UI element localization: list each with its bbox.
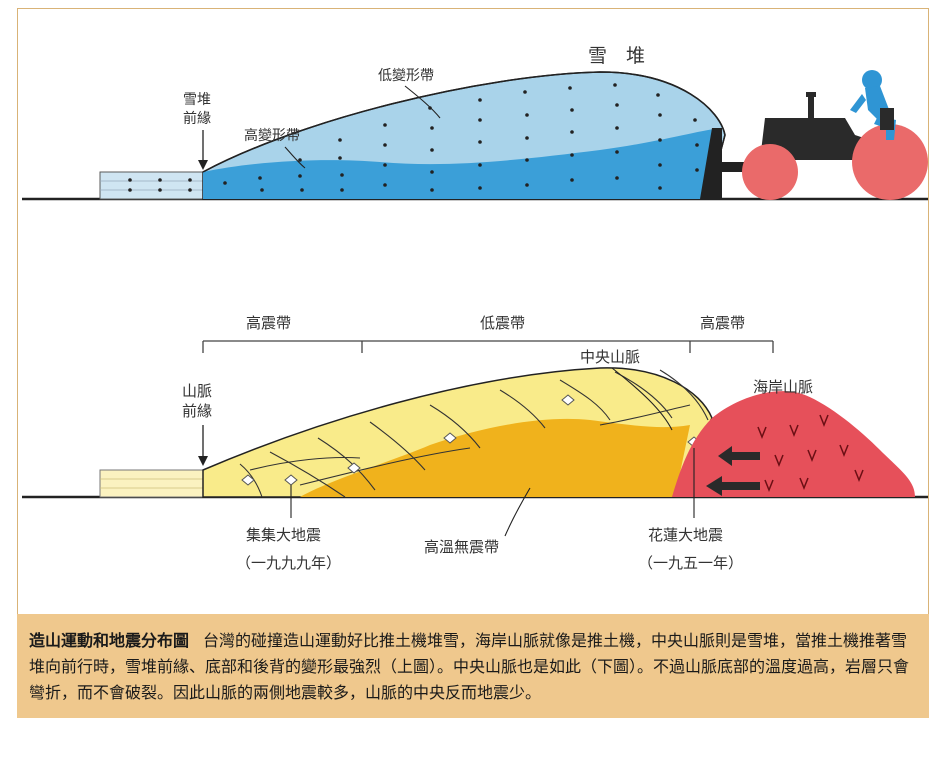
zone-low-label: 低震帶 (480, 314, 525, 332)
high-deformation-label: 高變形帶 (244, 127, 300, 144)
tractor-rear-wheel (852, 124, 928, 200)
central-range-label: 中央山脈 (580, 348, 640, 366)
bottom-diagram: 高震帶 低震帶 高震帶 (22, 314, 928, 572)
snow-pile-label: 雪 堆 (588, 45, 645, 67)
chichi-quake-year: （一九九九年） (236, 554, 341, 572)
top-diagram: 雪 堆 雪堆 前緣 高變形帶 低變形帶 (22, 45, 928, 201)
zone-high-left-label: 高震帶 (246, 314, 291, 332)
zone-high-right-label: 高震帶 (700, 314, 745, 332)
snow-front-label-line1: 雪堆 (183, 92, 211, 108)
push-arrows (706, 446, 760, 496)
aseismic-zone (300, 418, 690, 497)
coastal-range-label: 海岸山脈 (753, 378, 813, 396)
low-deformation-label: 低變形帶 (378, 68, 434, 84)
aseismic-zone-label: 高溫無震帶 (424, 538, 499, 556)
strata-lines (239, 369, 709, 498)
snow-high-deformation-zone (203, 128, 722, 199)
flat-snow-layer (99, 171, 209, 200)
caption-title: 造山運動和地震分布圖 (29, 631, 190, 650)
caption-text: 台灣的碰撞造山運動好比推土機堆雪，海岸山脈就像是推土機，中央山脈則是雪堆，當推土… (29, 631, 910, 702)
bulldozer-blade (700, 128, 722, 199)
hualien-quake-year: （一九五一年） (638, 554, 743, 572)
chichi-quake-label: 集集大地震 (246, 526, 321, 544)
snow-front-arrow (198, 160, 208, 170)
tractor-front-wheel (742, 144, 798, 200)
bulldozer (722, 70, 928, 200)
snow-particles (128, 83, 699, 192)
tractor-body (760, 118, 878, 160)
orogeny-diagram: 雪 堆 雪堆 前緣 高變形帶 低變形帶 高震帶 低震帶 高震帶 (22, 45, 928, 572)
hualien-quake-label: 花蓮大地震 (648, 526, 723, 544)
mountain-front-label-line2: 前緣 (182, 402, 212, 420)
mountain-front-arrow (198, 456, 208, 466)
earthquake-markers (241, 394, 701, 486)
mountain-front-label-line1: 山脈 (182, 382, 212, 400)
figure-caption: 造山運動和地震分布圖台灣的碰撞造山運動好比推土機堆雪，海岸山脈就像是推土機，中央… (17, 614, 929, 718)
flat-strata (99, 469, 209, 498)
coastal-range (672, 391, 915, 497)
volcanic-marks (757, 414, 864, 493)
push-arm (722, 162, 752, 172)
snow-front-label-line2: 前緣 (183, 110, 211, 127)
